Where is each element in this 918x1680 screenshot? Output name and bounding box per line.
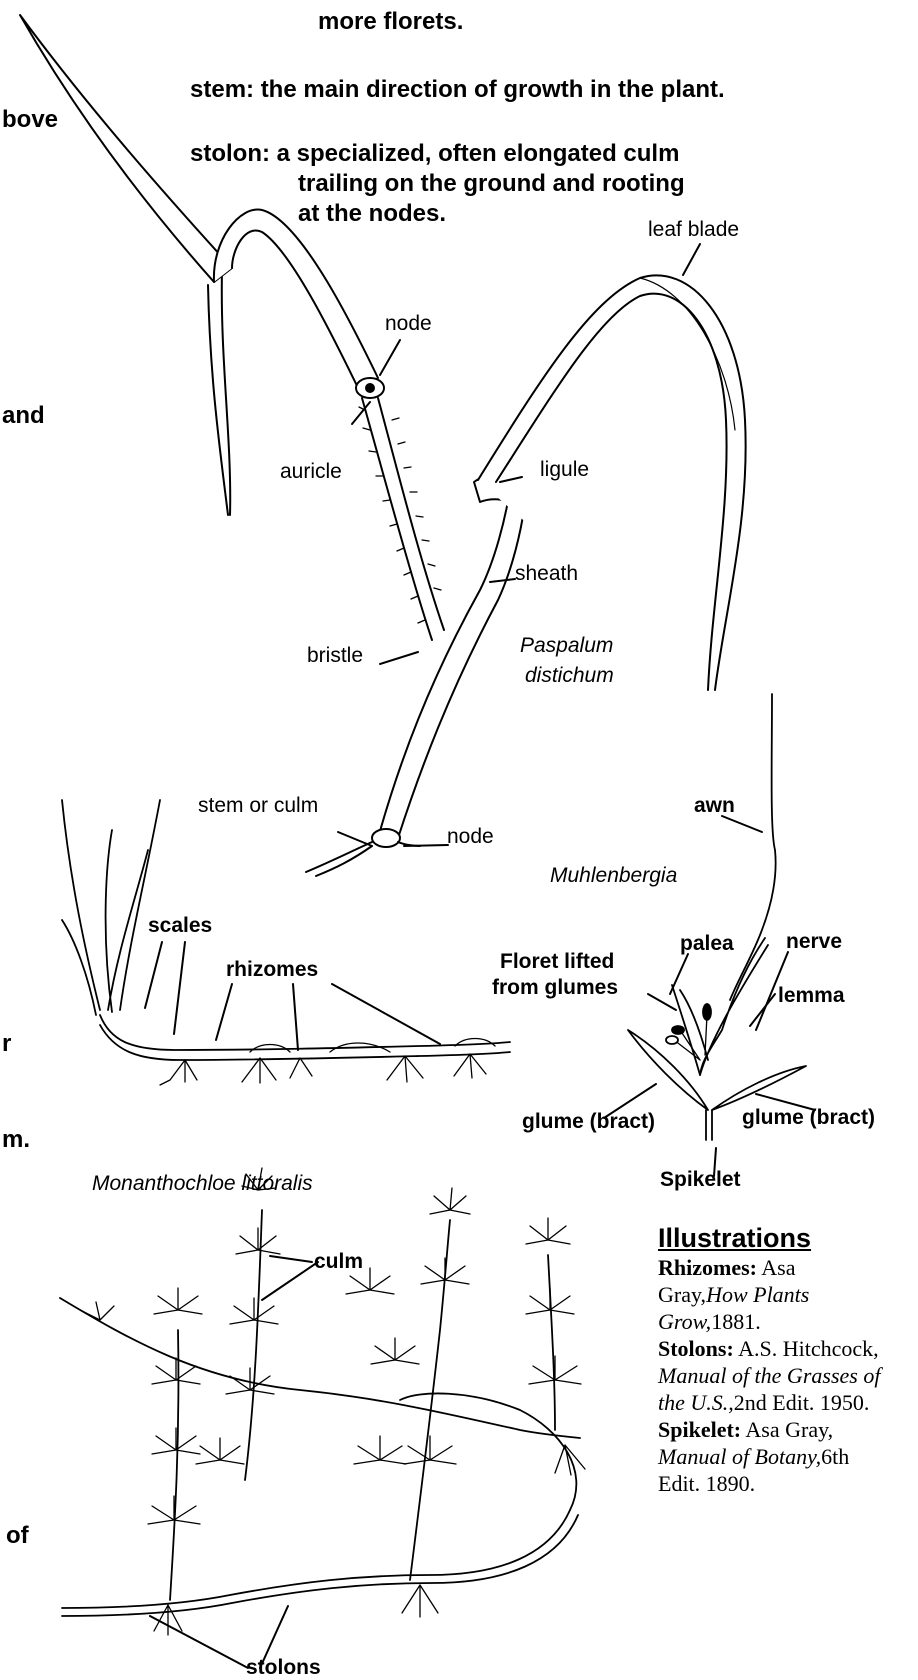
label-leaf-blade: leaf blade xyxy=(648,218,739,242)
credit-stolons-author: A.S. Hitchcock, xyxy=(738,1336,879,1361)
edge-fragment-5: of xyxy=(6,1522,29,1550)
rhizome-plant-drawing xyxy=(62,800,510,1085)
species-monanthochloe: Monanthochloe littoralis xyxy=(92,1172,313,1196)
stolon-leaf-tufts xyxy=(80,1168,581,1524)
label-rhizomes: rhizomes xyxy=(226,958,318,982)
species-muhlenbergia: Muhlenbergia xyxy=(550,864,677,888)
paspalum-folded-leaf xyxy=(214,210,378,392)
label-awn: awn xyxy=(694,794,735,818)
label-floret-line1: Floret lifted xyxy=(500,950,614,974)
edge-fragment-4: m. xyxy=(2,1126,30,1154)
paspalum-main-culm xyxy=(378,490,526,838)
credit-spikelet-work: Manual of Botany, xyxy=(658,1444,821,1469)
label-palea: palea xyxy=(680,932,734,956)
paspalum-lower-node xyxy=(372,829,400,847)
paspalum-sheath-left xyxy=(362,398,444,640)
paspalum-leaf-blade xyxy=(478,275,746,690)
rhizome-main xyxy=(100,1015,510,1060)
label-ligule: ligule xyxy=(540,458,589,482)
label-auricle: auricle xyxy=(280,460,342,484)
species-paspalum-line1: Paspalum xyxy=(520,634,613,658)
spikelet-drawing xyxy=(628,694,806,1140)
stolon-culm-center xyxy=(410,1220,450,1580)
label-glume-right: glume (bract) xyxy=(742,1106,875,1130)
label-node-top: node xyxy=(385,312,432,336)
credit-spikelet-label: Spikelet: xyxy=(658,1417,741,1442)
definition-stolon-line2: trailing on the ground and rooting xyxy=(298,170,685,198)
illustration-credits: Illustrations Rhizomes: Asa Gray,How Pla… xyxy=(658,1222,888,1497)
label-nerve: nerve xyxy=(786,930,842,954)
credit-rhizomes-label: Rhizomes: xyxy=(658,1255,757,1280)
label-floret-line2: from glumes xyxy=(492,976,618,1000)
label-glume-left: glume (bract) xyxy=(522,1110,655,1134)
label-sheath: sheath xyxy=(515,562,578,586)
credit-stolons: Stolons: A.S. Hitchcock, Manual of the G… xyxy=(658,1335,888,1416)
credits-title: Illustrations xyxy=(658,1222,888,1254)
label-lemma: lemma xyxy=(778,984,845,1008)
credit-stolons-edition: 2nd Edit. 1950. xyxy=(734,1390,870,1415)
label-spikelet: Spikelet xyxy=(660,1168,741,1192)
label-stolons: stolons xyxy=(246,1656,321,1680)
spikelet-awn xyxy=(730,694,776,1000)
definition-stolon-line3: at the nodes. xyxy=(298,200,446,228)
stolon-main xyxy=(62,1393,578,1616)
edge-fragment-3: r xyxy=(2,1030,11,1058)
stolon-plant-drawing xyxy=(60,1168,585,1635)
label-bristle: bristle xyxy=(307,644,363,668)
credit-stolons-label: Stolons: xyxy=(658,1336,734,1361)
definition-stolon-line1: stolon: a specialized, often elongated c… xyxy=(190,140,679,168)
definition-stem: stem: the main direction of growth in th… xyxy=(190,76,725,104)
label-scales: scales xyxy=(148,914,212,938)
credit-spikelet-author: Asa Gray, xyxy=(745,1417,833,1442)
credit-spikelet: Spikelet: Asa Gray, Manual of Botany,6th… xyxy=(658,1416,888,1497)
stolon-culm-left xyxy=(170,1330,178,1600)
paspalum-base-stems xyxy=(306,842,420,876)
credit-rhizomes: Rhizomes: Asa Gray,How Plants Grow,1881. xyxy=(658,1254,888,1335)
stolon-culm-right xyxy=(548,1255,555,1430)
definition-fragment: more florets. xyxy=(318,8,463,36)
paspalum-hanging-leaf xyxy=(208,270,230,515)
credit-rhizomes-year: 1881. xyxy=(711,1309,761,1334)
spikelet-pedicel xyxy=(706,1110,712,1140)
stolon-roots xyxy=(154,1445,585,1635)
species-paspalum-line2: distichum xyxy=(525,664,614,688)
label-stem-or-culm: stem or culm xyxy=(198,794,318,818)
edge-fragment-2: and xyxy=(2,402,45,430)
stolon-upper xyxy=(60,1298,580,1438)
edge-fragment-1: bove xyxy=(2,106,58,134)
label-culm: culm xyxy=(314,1250,363,1274)
rhizome-leaves xyxy=(62,800,160,1015)
label-node-bottom: node xyxy=(447,825,494,849)
